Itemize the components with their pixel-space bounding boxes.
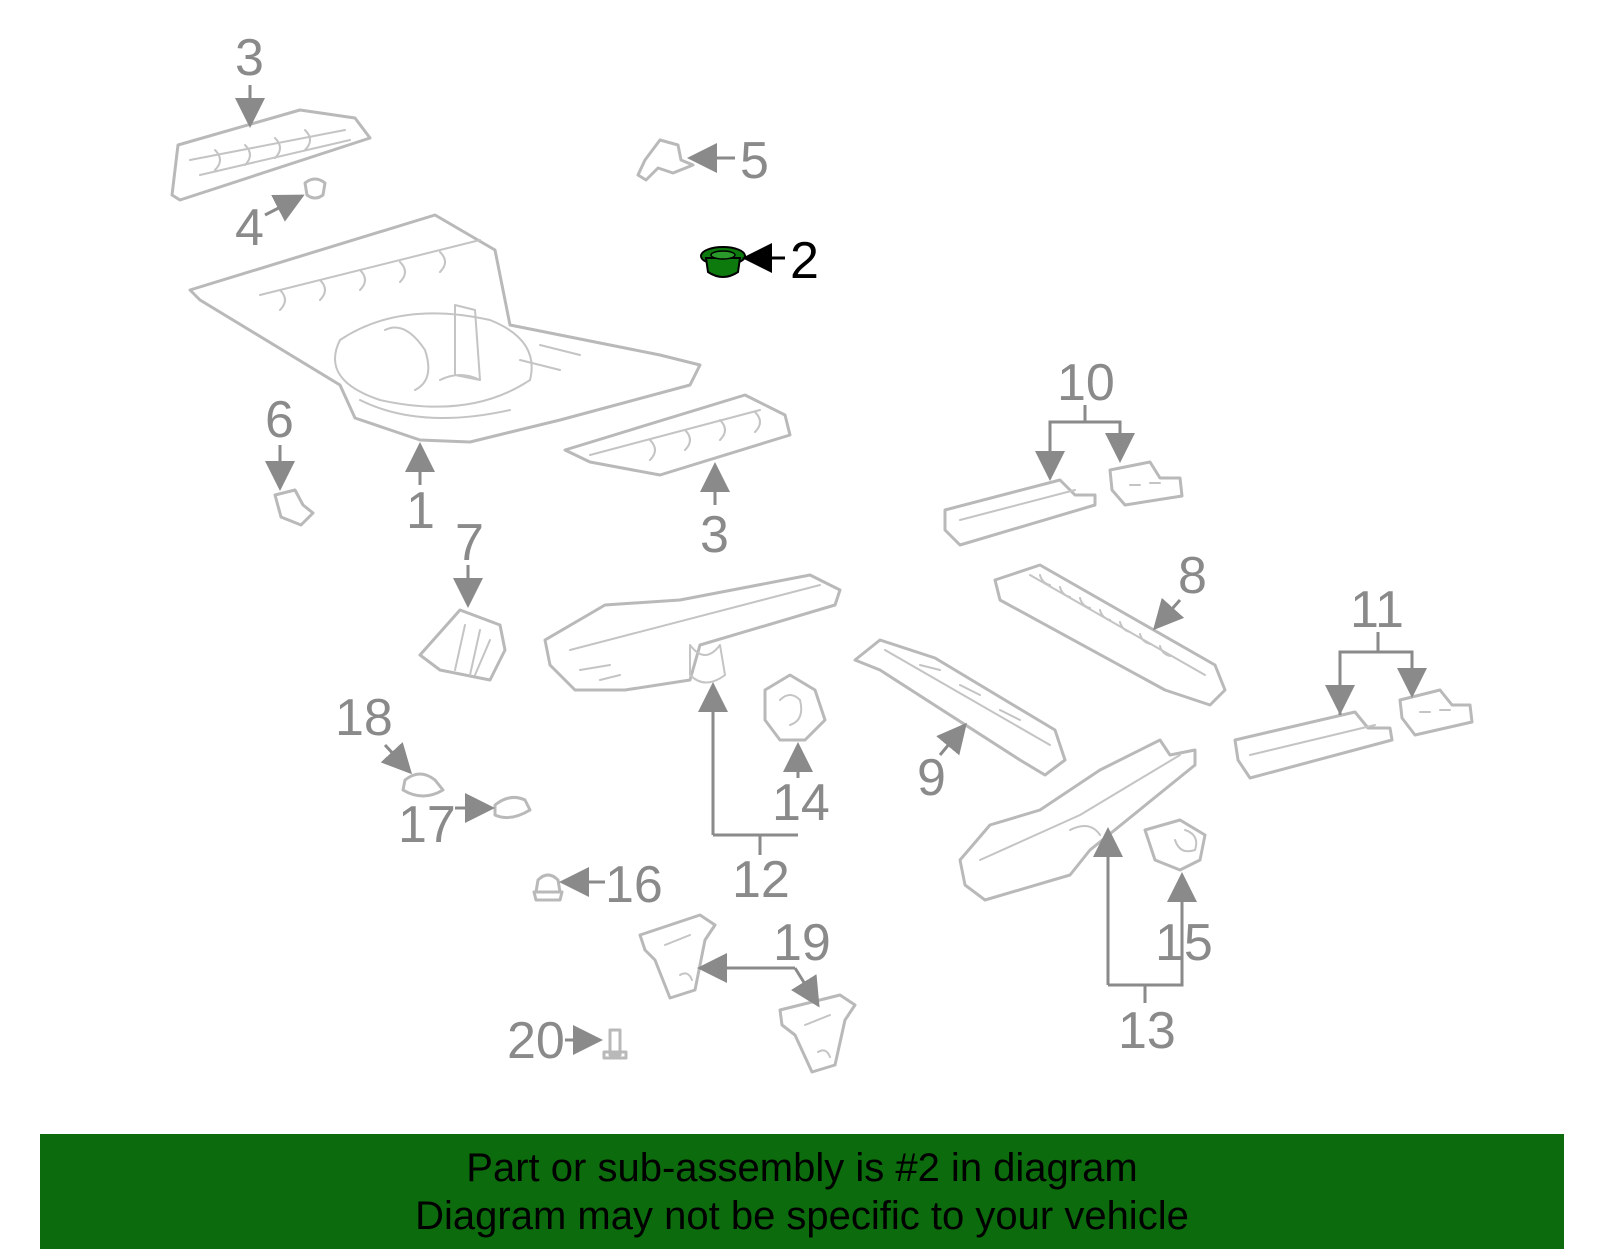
- part-10-rail-right[interactable]: [1108, 460, 1184, 507]
- part-19-bracket-left[interactable]: [638, 913, 717, 1000]
- callout-5: 5: [740, 132, 769, 190]
- part-9-crossmember[interactable]: [853, 638, 1067, 777]
- callout-16: 16: [605, 856, 663, 914]
- callout-18: 18: [335, 689, 393, 747]
- leader-lines: [235, 85, 1427, 1055]
- part-18-plug[interactable]: [401, 772, 445, 798]
- callout-2: 2: [790, 232, 819, 290]
- part-2-plug[interactable]: [700, 246, 746, 278]
- part-11-rail-right[interactable]: [1398, 688, 1474, 737]
- part-7-extension[interactable]: [418, 608, 507, 682]
- callout-20: 20: [507, 1012, 565, 1070]
- callout-12: 12: [732, 851, 790, 909]
- callout-14: 14: [772, 774, 830, 832]
- callout-17: 17: [398, 796, 456, 854]
- part-20-bolt[interactable]: [602, 1028, 628, 1060]
- part-14-bracket[interactable]: [763, 673, 827, 742]
- callout-19: 19: [773, 914, 831, 972]
- part-8-crossmember[interactable]: [993, 563, 1227, 707]
- part-3-lower-pan[interactable]: [563, 393, 792, 477]
- callout-10: 10: [1057, 354, 1115, 412]
- callout-3-lower: 3: [700, 506, 729, 564]
- part-6-bracket[interactable]: [273, 488, 315, 527]
- callout-6: 6: [265, 391, 294, 449]
- banner-line-2: Diagram may not be specific to your vehi…: [415, 1194, 1189, 1238]
- callout-labels: 3 4 5 2 6 1 3 7 10 8 11 9 18 14 17 16 12…: [235, 29, 1404, 1070]
- callout-3-upper: 3: [235, 29, 264, 87]
- callout-4: 4: [235, 199, 264, 257]
- part-15-bracket[interactable]: [1143, 818, 1207, 872]
- callout-15: 15: [1155, 914, 1213, 972]
- callout-1: 1: [406, 482, 435, 540]
- part-10-rail-left[interactable]: [943, 478, 1097, 547]
- part-13-rear-rail[interactable]: [958, 738, 1197, 902]
- part-5-bracket[interactable]: [636, 138, 695, 182]
- callout-8: 8: [1178, 547, 1207, 605]
- part-3-upper-pan[interactable]: [170, 108, 372, 202]
- callout-11: 11: [1350, 581, 1404, 639]
- parts-diagram: 3 4 5 2 6 1 3 7 10 8 11 9 18 14 17 16 12…: [170, 29, 1474, 1074]
- part-11-rail-left[interactable]: [1233, 710, 1394, 780]
- banner-line-1: Part or sub-assembly is #2 in diagram: [466, 1146, 1138, 1190]
- part-1-floor-pan[interactable]: [188, 213, 702, 444]
- part-4-clip[interactable]: [303, 177, 327, 200]
- part-12-side-rail[interactable]: [543, 573, 842, 692]
- part-19-bracket-right[interactable]: [778, 993, 857, 1074]
- callout-9: 9: [917, 749, 946, 807]
- info-banner: Part or sub-assembly is #2 in diagram Di…: [40, 1134, 1564, 1249]
- callout-13: 13: [1118, 1002, 1176, 1060]
- part-17-plug[interactable]: [493, 795, 532, 820]
- callout-7: 7: [455, 514, 484, 572]
- part-16-clip[interactable]: [532, 873, 564, 902]
